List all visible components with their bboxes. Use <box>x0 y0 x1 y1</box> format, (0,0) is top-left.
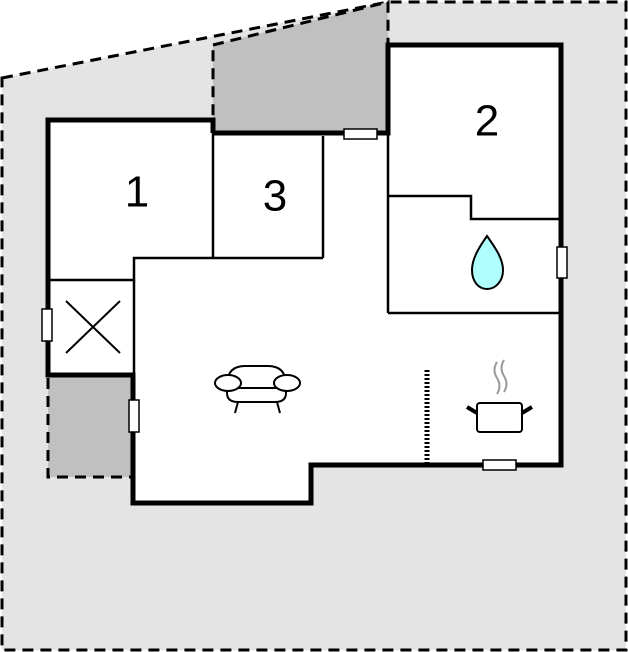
windows <box>41 128 568 471</box>
window-kitchen <box>482 459 517 471</box>
cooking-pot-icon <box>465 359 534 433</box>
terrace-left <box>46 373 135 479</box>
technical-room-x-icon <box>65 300 121 354</box>
exterior-walls <box>45 42 564 506</box>
sofa-icon <box>214 365 301 414</box>
room-3-label: 3 <box>263 172 287 221</box>
house-footprint <box>48 45 561 503</box>
room-1-label: 1 <box>125 168 149 217</box>
window-living <box>128 399 140 433</box>
interior-walls <box>48 133 561 375</box>
window-technical <box>41 308 53 342</box>
window-top <box>343 128 378 140</box>
bathroom-water-drop-icon <box>470 234 505 291</box>
window-bathroom <box>556 246 568 279</box>
room-2-label: 2 <box>475 97 499 146</box>
